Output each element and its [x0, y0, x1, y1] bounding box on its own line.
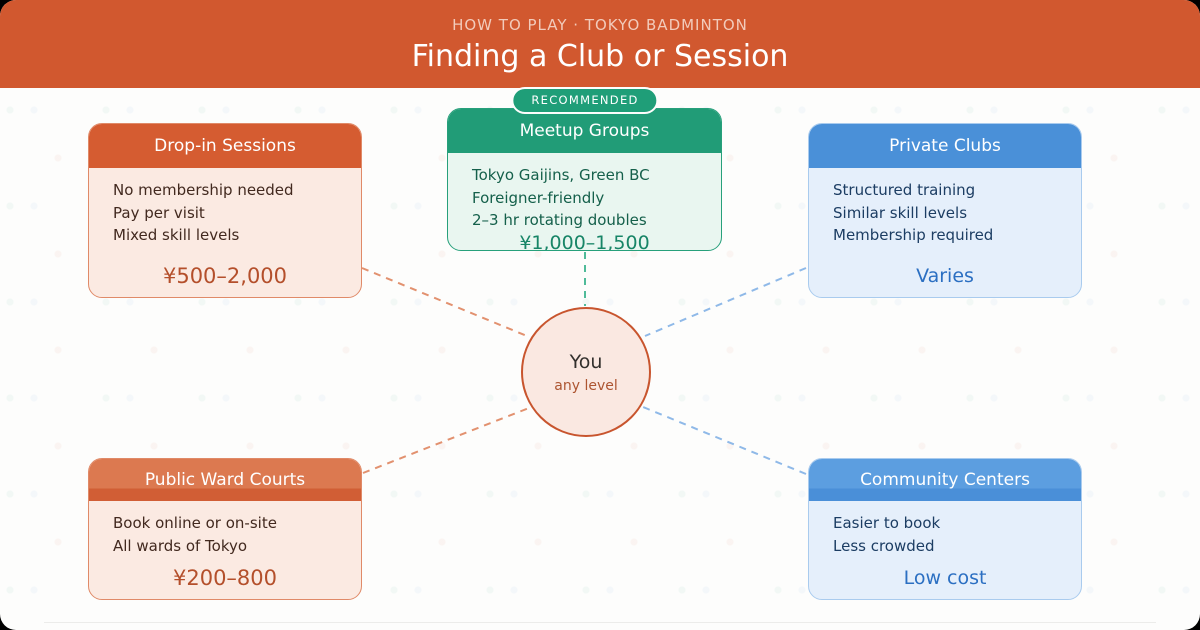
connector-private	[644, 267, 807, 337]
card-title: Community Centers	[809, 459, 1081, 501]
header-eyebrow: HOW TO PLAY · TOKYO BADMINTON	[452, 16, 748, 34]
connector-community	[642, 406, 807, 475]
card-line: Book online or on-site	[113, 514, 277, 532]
card-price: ¥500–2,000	[162, 263, 288, 288]
footer-divider	[44, 622, 1156, 623]
card-line: Less crowded	[833, 536, 935, 555]
card-title: Drop-in Sessions	[89, 124, 361, 168]
card-body: Structured training Similar skill levels…	[809, 168, 1081, 297]
card-community-centers: Community Centers Easier to book Less cr…	[808, 458, 1082, 600]
card-public-ward-courts: Public Ward Courts Book online or on-sit…	[88, 458, 362, 600]
card-meetup-groups: Meetup Groups Tokyo Gaijins, Green BC Fo…	[447, 108, 722, 251]
header-banner: HOW TO PLAY · TOKYO BADMINTON Finding a …	[0, 0, 1200, 88]
card-price: Low cost	[903, 566, 987, 589]
card-line: Mixed skill levels	[113, 226, 240, 244]
card-line: Membership required	[833, 226, 994, 244]
card-price: ¥200–800	[172, 565, 278, 590]
card-drop-in-sessions: Drop-in Sessions No membership needed Pa…	[88, 123, 362, 298]
center-title: You	[569, 350, 603, 373]
connector-dropin	[361, 267, 528, 337]
center-subtitle: any level	[554, 377, 618, 394]
card-price: Varies	[916, 264, 974, 287]
card-line: 2–3 hr rotating doubles	[472, 211, 647, 229]
card-line: All wards of Tokyo	[113, 536, 248, 555]
card-private-clubs: Private Clubs Structured training Simila…	[808, 123, 1082, 298]
page-title: Finding a Club or Session	[411, 39, 789, 74]
card-line: No membership needed	[113, 181, 294, 199]
card-line: Foreigner-friendly	[472, 188, 605, 207]
card-line: Similar skill levels	[833, 203, 968, 222]
center-you-node: You any level	[521, 307, 651, 437]
card-title: Meetup Groups	[448, 109, 721, 153]
card-body: Tokyo Gaijins, Green BC Foreigner-friend…	[448, 153, 721, 251]
card-body: No membership needed Pay per visit Mixed…	[89, 168, 361, 297]
card-body: Book online or on-site All wards of Toky…	[89, 501, 361, 599]
card-body: Easier to book Less crowded Low cost	[809, 501, 1081, 599]
card-title: Private Clubs	[809, 124, 1081, 168]
connector-ward	[362, 407, 530, 474]
card-line: Easier to book	[833, 514, 941, 532]
card-price: ¥1,000–1,500	[519, 231, 650, 251]
card-line: Pay per visit	[113, 203, 205, 222]
card-line: Structured training	[833, 181, 976, 199]
recommended-badge: RECOMMENDED	[511, 87, 659, 114]
card-line: Tokyo Gaijins, Green BC	[472, 166, 650, 184]
card-title: Public Ward Courts	[89, 459, 361, 501]
